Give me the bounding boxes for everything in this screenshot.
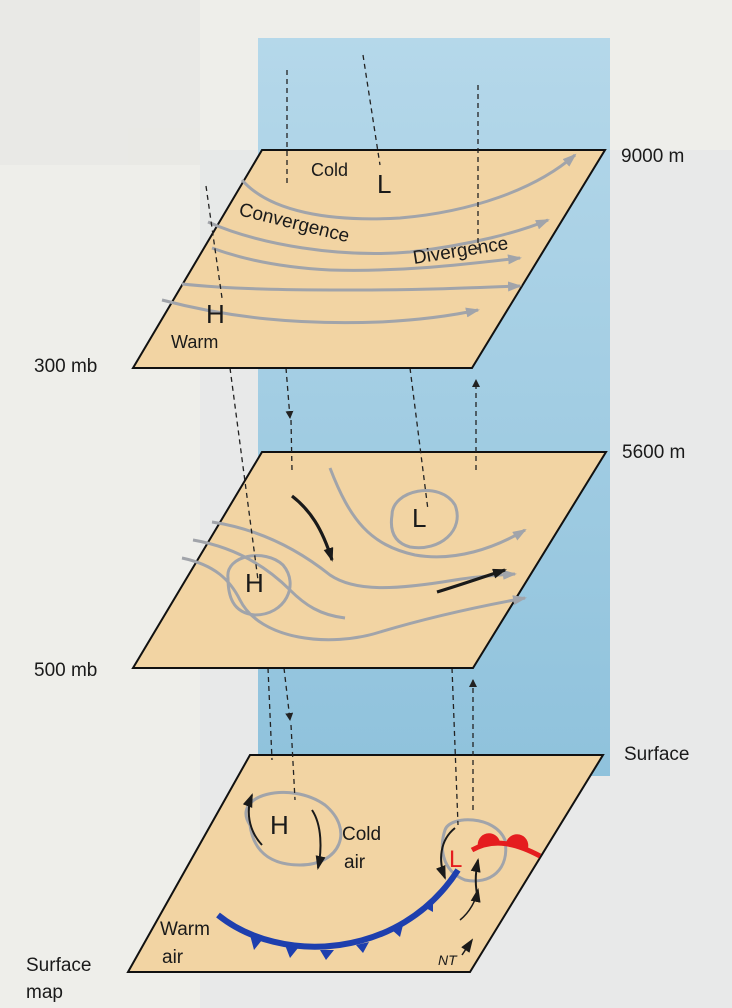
vertical-dashes-lower — [267, 667, 477, 826]
surface-warm-air-line1: Warm — [160, 919, 210, 940]
surface-high-letter: H — [270, 810, 289, 840]
surface-map-caption-line2: map — [26, 982, 63, 1003]
mid-isobar-1 — [328, 467, 527, 559]
surface-cold-air-line1: Cold — [342, 824, 381, 845]
mid-isobar-2 — [211, 520, 517, 590]
surface-level: H Cold air L Warm air NT — [126, 754, 605, 973]
surface-high-arrow-right — [311, 809, 326, 870]
surface-map-caption-line1: Surface — [26, 955, 91, 976]
surface-low-arrow-bottom — [459, 888, 481, 921]
top-low-letter: L — [377, 169, 391, 199]
height-label-5600m: 5600 m — [622, 442, 685, 463]
surface-cold-air-line2: air — [344, 852, 366, 873]
surface-low-arrow-corner — [461, 938, 474, 956]
pressure-label-500mb: 500 mb — [34, 660, 97, 681]
surface-warm-air-line2: air — [162, 947, 184, 968]
mid-isobar-3 — [192, 538, 346, 620]
mid-arrow-ridge — [436, 568, 507, 594]
mid-low-letter: L — [412, 503, 426, 533]
surface-high-arrow-left — [242, 793, 263, 846]
surface-low-isobar — [440, 818, 508, 883]
cold-front-triangles — [250, 898, 433, 960]
top-isobar-4 — [181, 281, 522, 292]
pressure-label-300mb: 300 mb — [34, 356, 97, 377]
mid-arrow-trough — [291, 494, 334, 562]
height-label-surface: Surface — [624, 744, 689, 765]
vertical-dashes-upper — [205, 54, 479, 299]
surface-corner-label: NT — [438, 952, 458, 968]
level-500mb: L H — [131, 451, 608, 669]
surface-low-letter: L — [449, 846, 462, 873]
height-label-9000m: 9000 m — [621, 146, 684, 167]
top-isobar-1 — [240, 153, 577, 221]
surface-high-isobar — [244, 790, 343, 867]
top-isobar-3 — [211, 246, 522, 272]
top-cold-label: Cold — [311, 160, 348, 180]
warm-front-bumps — [477, 833, 529, 848]
top-isobar-2 — [207, 218, 550, 255]
top-high-letter: H — [206, 299, 225, 329]
mid-isobar-4 — [181, 556, 527, 642]
vertical-dashes-middle — [229, 367, 480, 581]
warm-front — [470, 840, 542, 859]
mid-low-isobar — [389, 489, 459, 550]
surface-low-arrow-left — [435, 827, 456, 880]
level-300mb: Cold L Convergence Divergence H Warm — [131, 149, 607, 369]
top-warm-label: Warm — [171, 332, 218, 352]
top-isobar-5 — [161, 298, 480, 325]
mid-high-letter: H — [245, 568, 264, 598]
level-300mb-plane — [131, 149, 607, 369]
